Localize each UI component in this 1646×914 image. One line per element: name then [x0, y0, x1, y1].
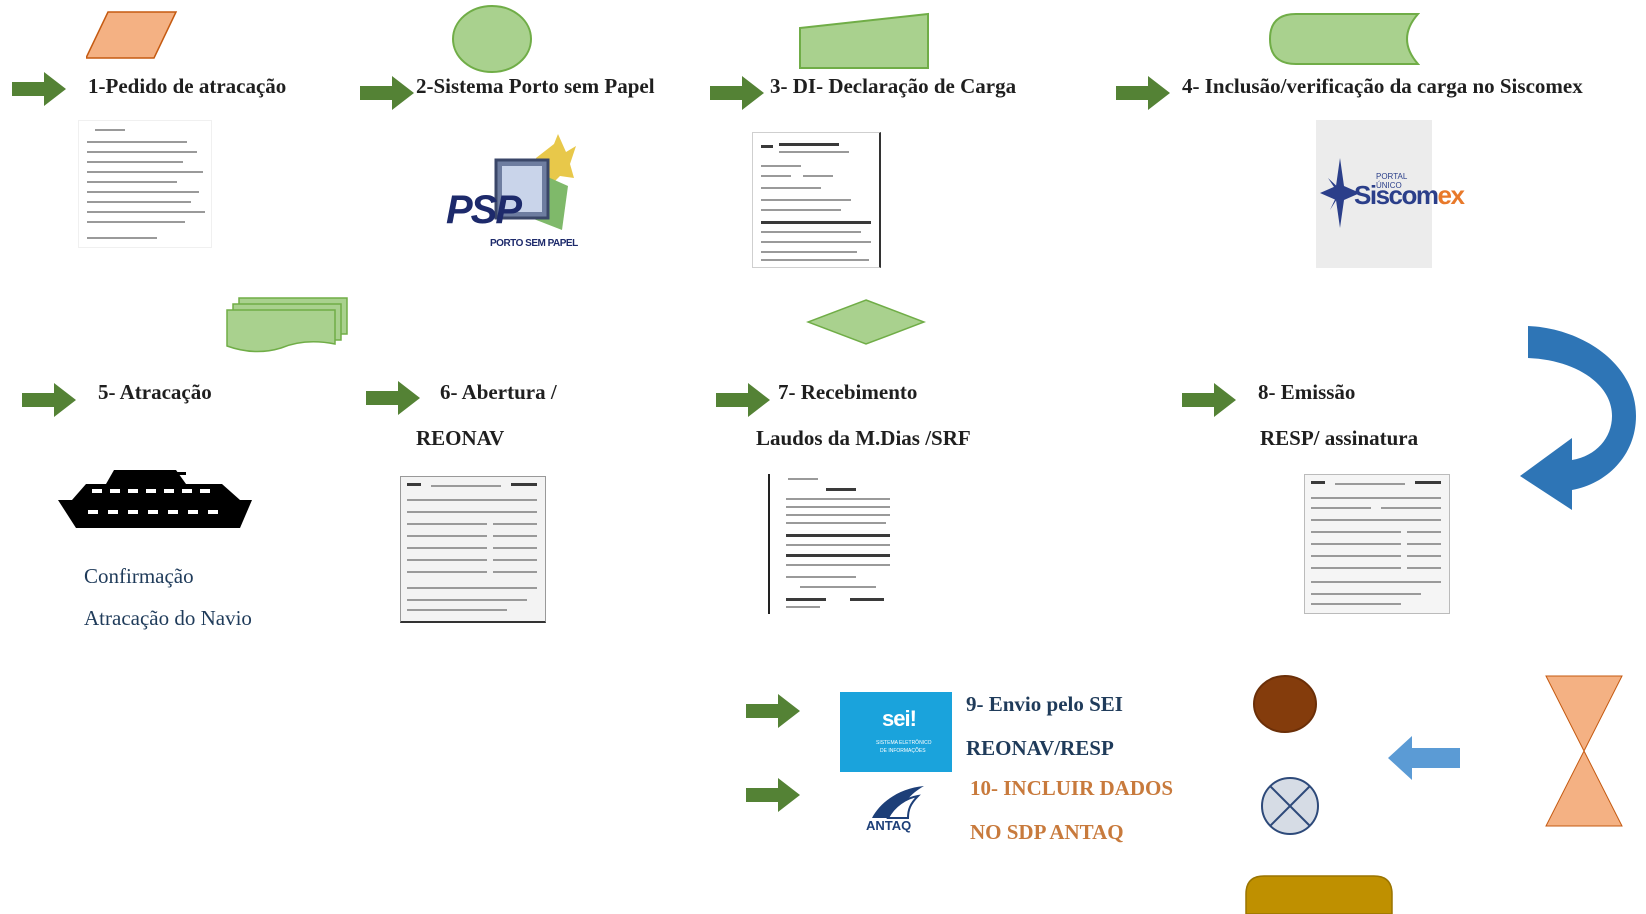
step-4-label: 4- Inclusão/verificação da carga no Sisc… — [1182, 74, 1583, 98]
step-9-label-line2: REONAV/RESP — [966, 736, 1114, 760]
data-io-icon — [86, 11, 178, 59]
step-1-label: 1-Pedido de atracação — [88, 74, 287, 98]
ship-caption-line2: Atracação do Navio — [84, 606, 252, 630]
connector-icon — [452, 5, 532, 73]
manual-input-icon — [799, 12, 929, 69]
step-3-label: 3- DI- Declaração de Carga — [770, 74, 1017, 98]
sei-sub1: SISTEMA ELETRÔNICO — [876, 740, 932, 746]
antaq-wave-icon — [872, 786, 924, 819]
siscomex-name: Siscomex — [1354, 180, 1465, 211]
step-10-label-line1: 10- INCLUIR DADOS — [970, 776, 1174, 800]
psp-small-text: PORTO SEM PAPEL — [490, 238, 578, 249]
brown-circle-icon — [1253, 675, 1317, 733]
psp-graphic-icon — [494, 134, 576, 230]
sei-logo: sei! SISTEMA ELETRÔNICO DE INFORMAÇÕES — [840, 692, 952, 772]
summing-junction-icon — [1261, 777, 1319, 835]
step-8-label-line1: 8- Emissão — [1258, 380, 1356, 404]
ship-icon — [58, 470, 252, 528]
flow-arrow-8 — [1182, 383, 1236, 417]
step-6-label-line2: REONAV — [416, 426, 505, 450]
flow-arrow-5 — [22, 383, 76, 417]
step-10-label-line2: NO SDP ANTAQ — [970, 820, 1124, 844]
sei-sub2: DE INFORMAÇÕES — [880, 748, 926, 754]
psp-big-text: PSP — [446, 188, 522, 232]
antaq-name: ANTAQ — [866, 818, 912, 833]
curved-arrow-icon — [1520, 326, 1636, 510]
porto-sem-papel-logo: PSP PORTO SEM PAPEL — [446, 134, 578, 254]
siscomex-name-b: ex — [1437, 180, 1465, 210]
step-7-label-line1: 7- Recebimento — [778, 380, 918, 404]
flow-arrow-10 — [746, 778, 800, 812]
step-2-label: 2-Sistema Porto sem Papel — [416, 74, 655, 98]
step-9-label-line1: 9- Envio pelo SEI — [966, 692, 1123, 716]
flow-arrow-6 — [366, 381, 420, 415]
terminator-icon — [1245, 875, 1393, 914]
left-arrow-icon — [1388, 736, 1460, 780]
pedido-document-thumbnail — [78, 120, 212, 248]
flow-arrow-3 — [710, 76, 764, 110]
ship-caption-line1: Confirmação — [84, 564, 194, 588]
step-8-label-line2: RESP/ assinatura — [1260, 426, 1419, 450]
flow-arrow-7 — [716, 383, 770, 417]
decision-icon — [806, 299, 926, 345]
siscomex-top-text: PORTAL ÚNICO — [1376, 172, 1407, 190]
stored-data-icon — [1268, 13, 1420, 65]
step-6-label-line1: 6- Abertura / — [440, 380, 557, 404]
declaracao-document-thumbnail — [752, 132, 881, 268]
antaq-logo: ANTAQ — [862, 784, 938, 840]
step-7-label-line2: Laudos da M.Dias /SRF — [756, 426, 971, 450]
flow-arrow-1 — [12, 72, 66, 106]
collate-icon — [1545, 675, 1623, 827]
resp-document-thumbnail — [1304, 474, 1450, 614]
reonav-document-thumbnail — [400, 476, 546, 623]
multi-document-icon — [226, 297, 348, 353]
laudos-document-thumbnail — [768, 474, 896, 614]
sei-name: sei! — [882, 706, 917, 731]
siscomex-name-a: Siscom — [1354, 180, 1439, 210]
compass-star-icon — [1320, 158, 1360, 228]
flow-arrow-9 — [746, 694, 800, 728]
siscomex-logo: PORTAL ÚNICO Siscomex — [1316, 120, 1465, 268]
flow-arrow-2 — [360, 76, 414, 110]
step-5-label: 5- Atracação — [98, 380, 212, 404]
flow-arrow-4 — [1116, 76, 1170, 110]
